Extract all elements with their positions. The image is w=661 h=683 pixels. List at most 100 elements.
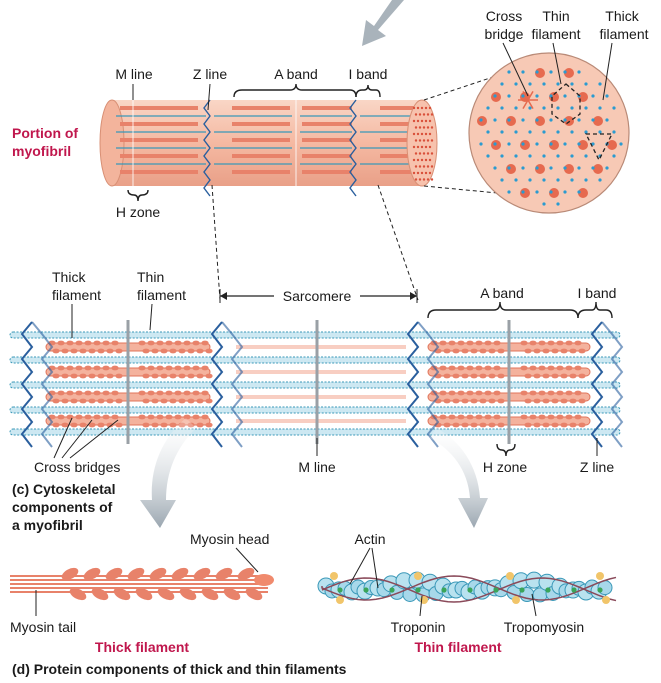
myosin-head <box>538 414 546 420</box>
thin-filament-dot <box>521 166 525 170</box>
myosin-head <box>156 340 164 346</box>
myosin-head <box>466 340 474 346</box>
thin-filament-dot <box>500 82 504 86</box>
myosin-head <box>165 390 173 396</box>
thin-filament-dot <box>605 94 609 98</box>
projection-line <box>423 185 509 195</box>
myosin-head <box>254 574 274 586</box>
myosin-head <box>560 398 568 404</box>
myosin-head <box>529 340 537 346</box>
thick-filament-stripe <box>232 154 290 158</box>
filament-end-dot <box>430 126 434 129</box>
arrow-to-thin-filament <box>430 428 488 528</box>
filament-end-dot <box>426 126 430 129</box>
myosin-head <box>75 390 83 396</box>
myosin-head <box>578 373 586 379</box>
filament-end-dot <box>430 178 434 181</box>
cross-bridge-pointer-c <box>69 419 119 459</box>
myosin-head <box>466 390 474 396</box>
thin-filament-dot <box>584 82 588 86</box>
myosin-head <box>135 587 153 601</box>
thick-filament-dot <box>564 68 574 78</box>
thick-filament-dot <box>520 188 530 198</box>
thin-filament-dot <box>507 142 511 146</box>
myosin-head <box>457 365 465 371</box>
myosin-head <box>84 365 92 371</box>
myosin-head <box>470 422 478 428</box>
cross-section-circle <box>468 42 630 214</box>
myosin-head <box>565 390 573 396</box>
myosin-head <box>457 390 465 396</box>
thin-filament-dot <box>556 106 560 110</box>
z-line-pointer <box>207 83 211 111</box>
thin-filament-dot <box>528 154 532 158</box>
thin-filament-dot <box>570 82 574 86</box>
filament-end-dot <box>428 145 432 149</box>
thin-filament-dot <box>556 202 560 206</box>
thick-filament-stripe <box>120 138 198 142</box>
myosin-head <box>138 340 146 346</box>
cross-bridge-pointer-c <box>53 417 73 459</box>
myosin-head <box>183 390 191 396</box>
portion-of-myofibril-label-1: Portion of <box>12 125 79 141</box>
myosin-head <box>156 365 164 371</box>
thin-filament-label-c-1: Thin <box>137 269 165 285</box>
cross-bridges-label: Cross bridges <box>34 459 121 475</box>
thin-filament-dot <box>556 154 560 158</box>
filament-end-dot <box>430 139 434 142</box>
myosin-head <box>205 422 213 428</box>
myosin-head <box>542 398 550 404</box>
myosin-head <box>488 348 496 354</box>
myosin-head <box>111 365 119 371</box>
i-band-label: I band <box>348 66 388 82</box>
thin-filament-strand <box>9 331 621 339</box>
myosin-head <box>111 340 119 346</box>
myosin-head <box>533 348 541 354</box>
myosin-head <box>151 348 159 354</box>
thin-filament-dot <box>514 106 518 110</box>
myosin-head <box>84 414 92 420</box>
myosin-head <box>524 373 532 379</box>
filament-end-dot <box>426 165 430 168</box>
thin-filament-dot <box>556 82 560 86</box>
myosin-head <box>439 340 447 346</box>
thick-filament-core <box>236 345 406 349</box>
myosin-head <box>88 422 96 428</box>
thick-filament-stripe <box>120 106 198 110</box>
thin-filament-dot <box>570 178 574 182</box>
filament-end-dot <box>412 171 416 175</box>
thin-filament-strand <box>9 381 621 389</box>
thin-filament-dot <box>500 154 504 158</box>
myosin-head <box>574 390 582 396</box>
myosin-head <box>556 340 564 346</box>
cross-bridge-label-1: Cross <box>485 8 523 24</box>
myosin-head <box>533 422 541 428</box>
myosin-head <box>83 567 101 581</box>
myosin-head <box>183 414 191 420</box>
thin-filament-dot <box>598 178 602 182</box>
myosin-head <box>147 365 155 371</box>
myosin-head <box>57 414 65 420</box>
thin-filament-dot <box>507 118 511 122</box>
thin-filament-dot <box>563 166 567 170</box>
myosin-head <box>452 398 460 404</box>
myosin-head <box>61 567 79 581</box>
myosin-head <box>475 390 483 396</box>
thin-filament-dot <box>605 166 609 170</box>
myosin-head <box>157 587 175 601</box>
thin-filament-dot <box>570 154 574 158</box>
filament-end-dot <box>430 152 434 155</box>
z-line-zigzag <box>210 321 224 448</box>
myosin-head <box>443 422 451 428</box>
myosin-head <box>70 348 78 354</box>
myosin-head <box>475 414 483 420</box>
myosin-head <box>113 587 131 601</box>
myosin-head <box>93 340 101 346</box>
myosin-head <box>174 340 182 346</box>
myosin-head <box>542 348 550 354</box>
myosin-head <box>57 365 65 371</box>
thick-filament-stripe <box>232 122 290 126</box>
thick-filament-stripe <box>120 154 198 158</box>
myosin-head <box>551 398 559 404</box>
filament-end-dot <box>416 132 420 136</box>
